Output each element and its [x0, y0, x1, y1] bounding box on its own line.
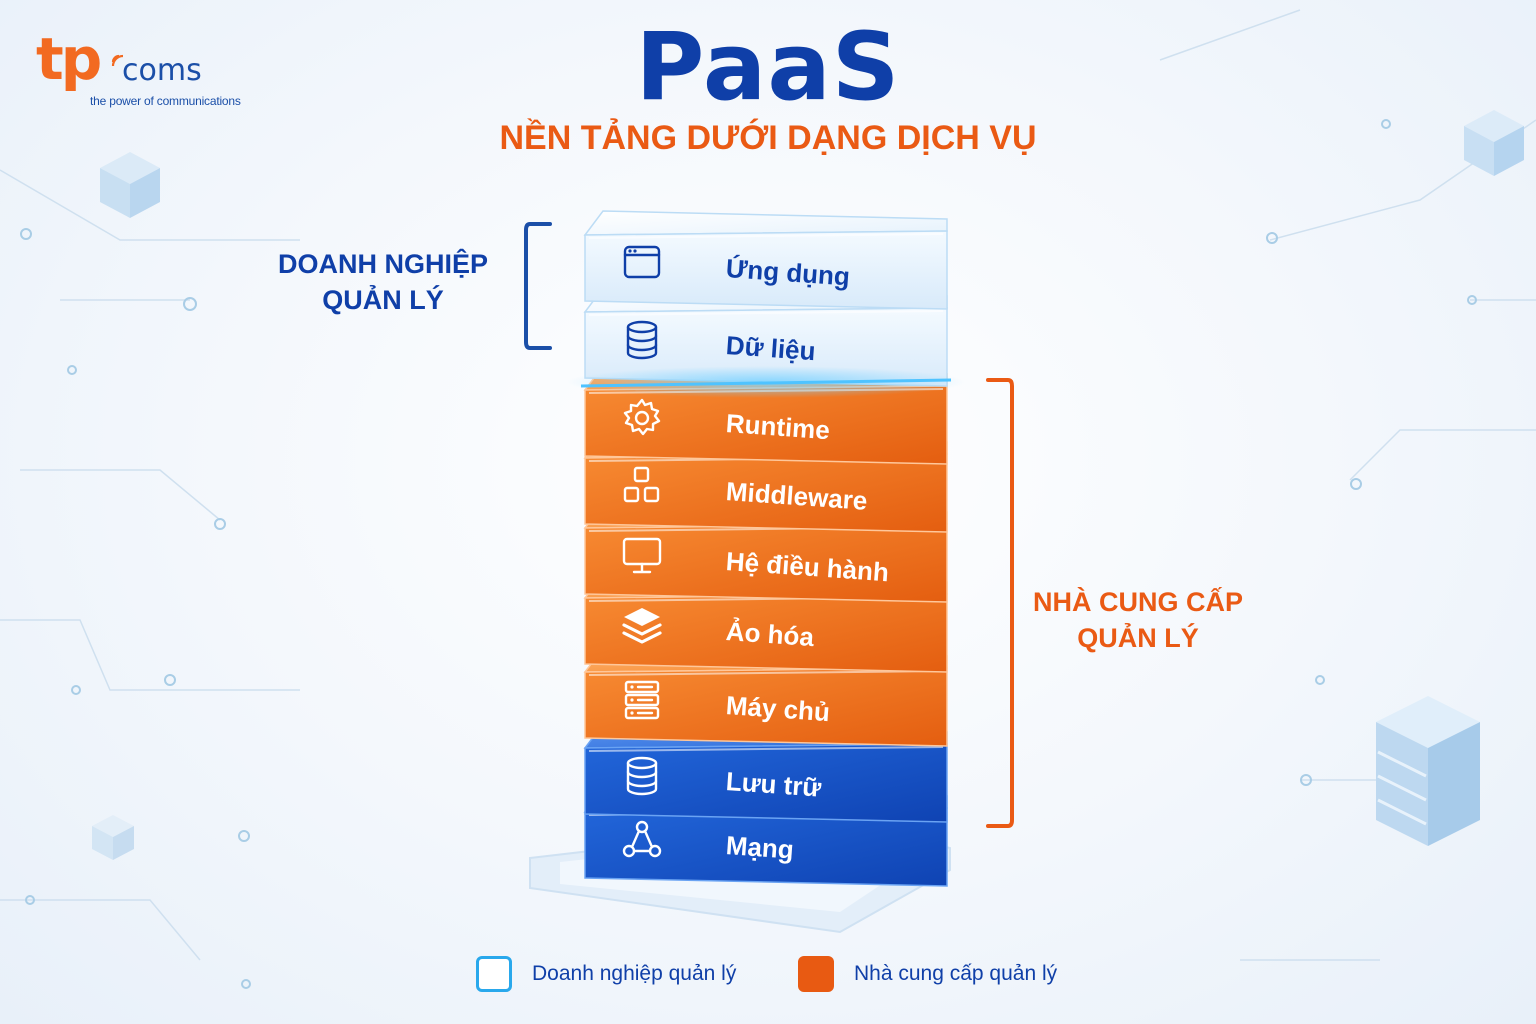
- layer-label-8: Lưu trữ: [724, 766, 823, 803]
- gear-icon: [623, 398, 661, 436]
- legend-label-provider: Nhà cung cấp quản lý: [854, 962, 1058, 985]
- monitor-icon: [622, 537, 662, 574]
- provider-managed-label: NHÀ CUNG CẤP QUẢN LÝ: [1032, 587, 1243, 653]
- layer-highlight: [588, 310, 944, 316]
- layer-front-face: [584, 743, 948, 823]
- network-nodes-icon: [622, 820, 662, 858]
- provider-bracket: [986, 378, 1014, 828]
- layer-highlight: [588, 670, 944, 676]
- layer-front-face: [584, 230, 948, 310]
- tpcoms-logo: tp coms the power of communications: [36, 30, 241, 116]
- enterprise-bracket: [524, 222, 552, 350]
- database-icon: [626, 320, 658, 360]
- legend-swatch-enterprise: [476, 956, 512, 992]
- legend-swatch-provider: [798, 956, 834, 992]
- server-rack-icon: [624, 680, 660, 720]
- layer-highlight: [588, 746, 944, 752]
- browser-window-icon: [623, 245, 661, 279]
- layer-label-9: Mạng: [724, 830, 795, 865]
- logo-mark: tp: [36, 25, 102, 93]
- page-subtitle: NỀN TẢNG DƯỚI DẠNG DỊCH VỤ: [499, 119, 1037, 157]
- layer-label-2: Dữ liệu: [724, 330, 817, 367]
- page-title: PaaS: [635, 13, 901, 122]
- enterprise-managed-label: DOANH NGHIỆP QUẢN LÝ: [277, 249, 488, 315]
- layer-highlight: [588, 233, 944, 239]
- layer-slab-1: [583, 210, 948, 310]
- layers-icon: [622, 608, 662, 644]
- blocks-icon: [623, 466, 660, 503]
- database-icon: [626, 756, 658, 796]
- logo-name: coms: [122, 53, 202, 88]
- boundary-line: [580, 378, 952, 388]
- legend-label-enterprise: Doanh nghiệp quản lý: [532, 962, 737, 985]
- logo-tagline: the power of communications: [90, 94, 241, 108]
- layer-label-6: Ảo hóa: [724, 616, 815, 653]
- signal-wave-icon: [111, 54, 124, 67]
